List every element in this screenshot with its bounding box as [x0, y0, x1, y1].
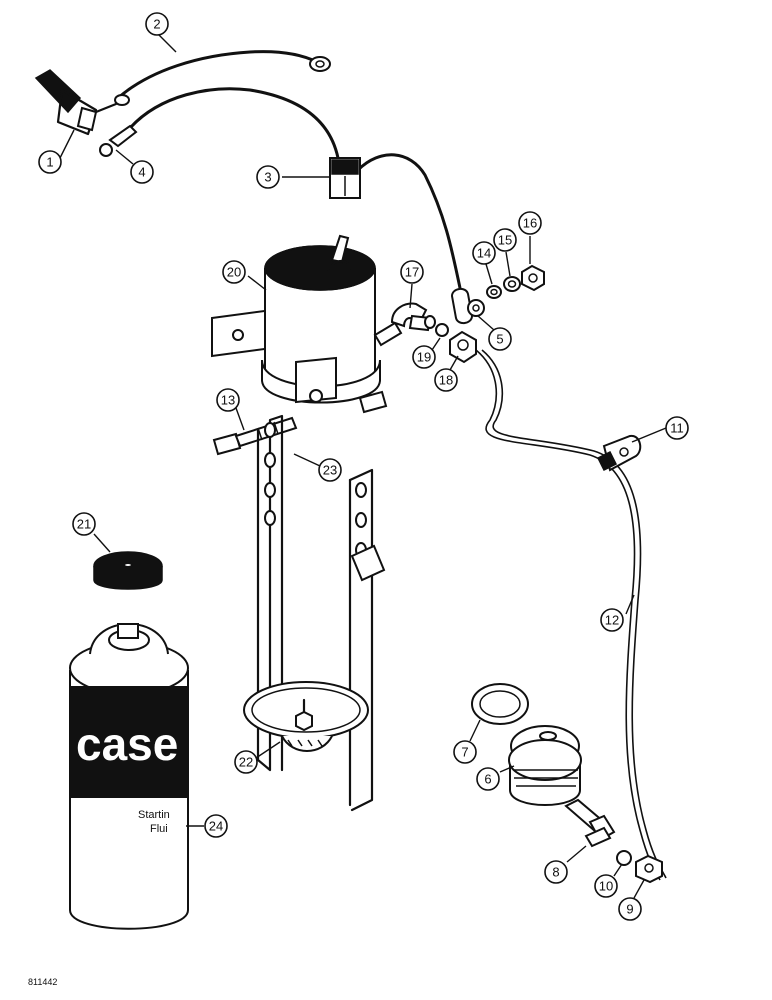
svg-text:1: 1 [46, 155, 53, 170]
callout-24: 24 [204, 814, 228, 838]
svg-text:10: 10 [599, 879, 613, 894]
wire-4 [128, 87, 340, 160]
svg-text:23: 23 [323, 463, 337, 478]
svg-text:19: 19 [417, 350, 431, 365]
svg-text:24: 24 [209, 819, 223, 834]
can-label-line2: Flui [150, 823, 168, 835]
terminal-lug-5 [450, 288, 485, 324]
svg-text:11: 11 [670, 421, 684, 436]
bracket-23 [256, 414, 386, 812]
svg-text:18: 18 [439, 373, 453, 388]
callout-3: 3 [256, 165, 280, 189]
callout-2: 2 [145, 12, 169, 36]
svg-text:6: 6 [484, 772, 491, 787]
callout-15: 15 [493, 228, 517, 252]
tube-12 [475, 349, 661, 881]
callout-20: 20 [222, 260, 246, 284]
svg-text:20: 20 [227, 265, 241, 280]
can-label-line1: Startin [138, 809, 170, 821]
callout-17: 17 [400, 260, 424, 284]
svg-text:15: 15 [498, 233, 512, 248]
callout-4: 4 [130, 160, 154, 184]
clip-11 [596, 434, 642, 472]
callout-7: 7 [453, 740, 477, 764]
svg-text:22: 22 [239, 755, 253, 770]
connector-3 [329, 157, 361, 199]
svg-text:14: 14 [477, 246, 491, 261]
clamp-base-22 [243, 681, 369, 752]
figure-id: 811442 [28, 977, 57, 987]
callout-12: 12 [600, 608, 624, 632]
svg-text:12: 12 [605, 613, 619, 628]
callout-9: 9 [618, 897, 642, 921]
can-label-band [70, 686, 188, 798]
callout-19: 19 [412, 345, 436, 369]
svg-text:8: 8 [552, 865, 559, 880]
callout-22: 22 [234, 750, 258, 774]
bolt-13 [212, 416, 298, 456]
svg-text:9: 9 [626, 902, 633, 917]
svg-text:21: 21 [77, 517, 91, 532]
callout-6: 6 [476, 767, 500, 791]
wire-2 [116, 50, 319, 100]
lockwasher-15 [503, 276, 521, 292]
callout-23: 23 [318, 458, 342, 482]
can-brand-text: case [76, 718, 178, 770]
elbow-fitting-17 [390, 302, 436, 332]
svg-text:4: 4 [138, 165, 145, 180]
callout-13: 13 [216, 388, 240, 412]
svg-text:3: 3 [264, 170, 271, 185]
sleeve-19 [435, 323, 449, 337]
svg-text:16: 16 [523, 216, 537, 231]
nut-18 [449, 330, 477, 364]
svg-text:7: 7 [461, 745, 468, 760]
callout-10: 10 [594, 874, 618, 898]
callout-5: 5 [488, 327, 512, 351]
callout-21: 21 [72, 512, 96, 536]
sleeve-10 [616, 850, 632, 866]
callout-8: 8 [544, 860, 568, 884]
cap-21 [93, 551, 163, 590]
nut-16 [521, 264, 545, 292]
svg-text:13: 13 [221, 393, 235, 408]
callout-1: 1 [38, 150, 62, 174]
wire-3 [356, 153, 462, 290]
callout-14: 14 [472, 241, 496, 265]
switch-part-1 [34, 69, 130, 136]
gasket-7 [471, 683, 529, 725]
terminal-4 [99, 124, 138, 157]
adapter-6 [508, 725, 582, 806]
svg-text:17: 17 [405, 265, 419, 280]
washer-14 [486, 285, 502, 299]
svg-text:2: 2 [153, 17, 160, 32]
callout-16: 16 [518, 211, 542, 235]
solenoid-valve-20 [211, 234, 403, 414]
leader-lines [59, 33, 667, 899]
nozzle-8 [564, 798, 616, 848]
tube-12-inner [481, 349, 667, 879]
nut-9 [635, 854, 663, 884]
ring-terminal-2 [309, 56, 331, 72]
callout-11: 11 [665, 416, 689, 440]
starting-fluid-can-24: case Startin Flui [69, 623, 189, 930]
svg-text:5: 5 [496, 332, 503, 347]
callout-18: 18 [434, 368, 458, 392]
